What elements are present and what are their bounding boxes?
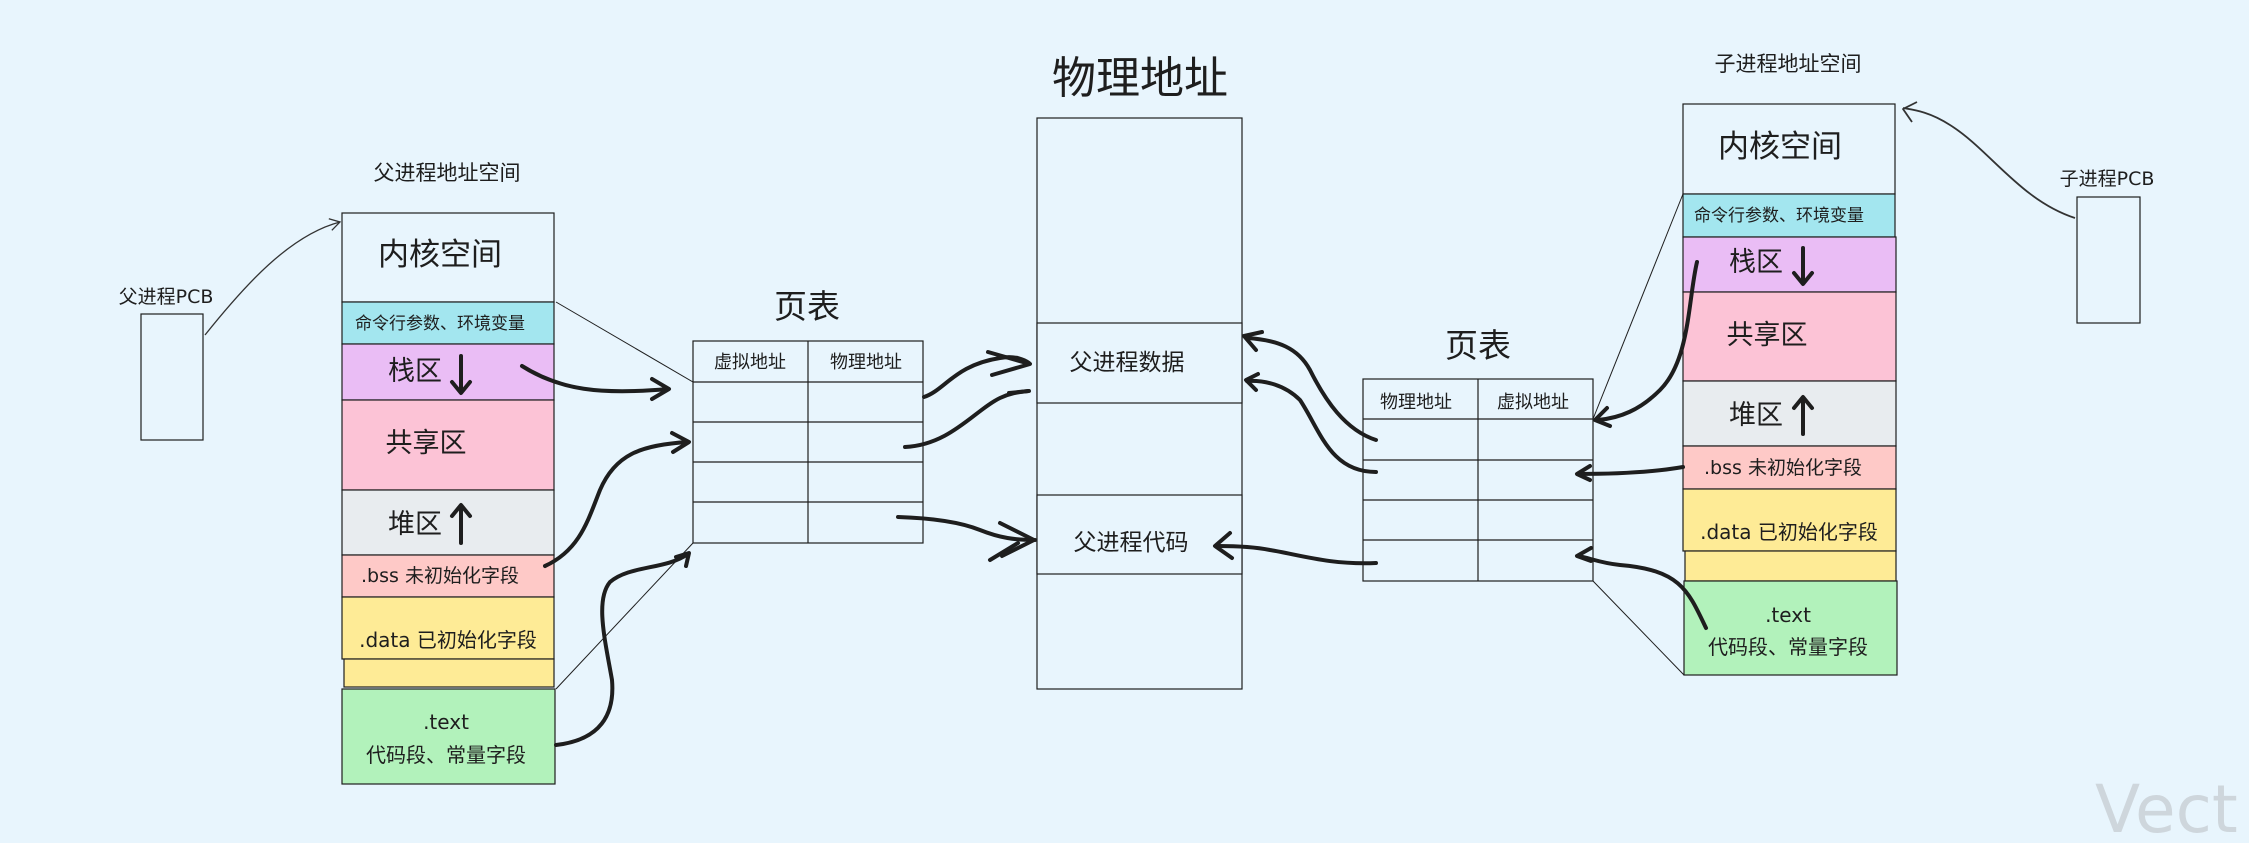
child-kernel-label: 内核空间 xyxy=(1718,129,1842,165)
child-pcb-label: 子进程PCB xyxy=(2060,168,2155,190)
left-page-table: 页表 虚拟地址 物理地址 xyxy=(692,287,924,544)
child-heap-label: 堆区 xyxy=(1729,400,1783,431)
arrow-rpt-to-phys-data-1 xyxy=(1245,336,1378,442)
parent-text-label-1: .text xyxy=(423,710,469,734)
child-data-inner-box xyxy=(1684,550,1897,582)
child-heap-segment xyxy=(1682,380,1897,447)
watermark: Vect xyxy=(2095,771,2238,843)
arrow-rpt-to-phys-code xyxy=(1216,544,1378,566)
arrow-stack-to-page-table xyxy=(520,364,670,394)
right-page-table-col-virtual: 虚拟地址 xyxy=(1497,392,1569,413)
arrow-text-to-page-table xyxy=(554,552,690,747)
arrow-child-stack-to-rpt xyxy=(1596,260,1699,422)
child-stack-down-arrow-icon xyxy=(1792,246,1814,286)
parent-stack-segment xyxy=(341,343,555,401)
right-page-table: 页表 物理地址 虚拟地址 xyxy=(1362,326,1594,582)
right-page-table-col-physical: 物理地址 xyxy=(1380,392,1452,413)
physical-code-block xyxy=(1036,494,1243,575)
arrow-rpt-to-phys-data-2 xyxy=(1245,378,1378,474)
child-pcb-arrowhead xyxy=(1902,101,1918,123)
parent-pcb: 父进程PCB xyxy=(119,286,214,441)
child-kernel-segment xyxy=(1682,103,1896,195)
left-page-table-title: 页表 xyxy=(774,287,840,326)
heap-up-arrow-icon xyxy=(450,503,472,545)
child-args-label: 命令行参数、环境变量 xyxy=(1694,206,1864,226)
child-pcb-pointer-arrow xyxy=(1902,107,2076,219)
arrow-pt-to-phys-code xyxy=(896,515,1037,542)
parent-bss-segment xyxy=(341,554,555,598)
child-text-segment xyxy=(1683,580,1898,676)
stack-down-arrow-icon xyxy=(450,354,472,395)
parent-args-segment xyxy=(341,301,555,345)
parent-shared-segment xyxy=(341,399,555,491)
child-stack-label: 栈区 xyxy=(1729,247,1783,278)
physical-data-label: 父进程数据 xyxy=(1070,350,1185,376)
physical-data-block xyxy=(1036,322,1243,404)
child-data-label: .data 已初始化字段 xyxy=(1700,520,1878,544)
child-pcb: 子进程PCB xyxy=(2060,168,2155,324)
child-bss-label: .bss 未初始化字段 xyxy=(1704,457,1862,479)
parent-stack-label: 栈区 xyxy=(388,356,442,387)
child-stack-segment xyxy=(1682,236,1897,293)
arrow-pt-to-phys-data-1 xyxy=(922,355,1031,399)
child-text-label-1: .text xyxy=(1765,603,1811,627)
parent-text-label-2: 代码段、常量字段 xyxy=(366,743,526,767)
physical-code-label: 父进程代码 xyxy=(1074,530,1189,556)
parent-pcb-box xyxy=(140,313,204,441)
connector-lines xyxy=(555,193,1685,690)
child-shared-segment xyxy=(1682,291,1897,382)
parent-shared-label: 共享区 xyxy=(386,428,467,459)
parent-pcb-label: 父进程PCB xyxy=(119,286,214,308)
child-text-label-2: 代码段、常量字段 xyxy=(1708,635,1868,659)
parent-data-segment xyxy=(341,596,555,660)
parent-kernel-segment xyxy=(341,212,555,303)
child-address-space: 子进程地址空间 内核空间 命令行参数、环境变量 栈区 共享区 堆区 .bss 未… xyxy=(1682,52,1898,676)
child-data-segment xyxy=(1682,488,1897,552)
child-space-title: 子进程地址空间 xyxy=(1715,52,1862,76)
parent-data-inner-box xyxy=(343,658,555,688)
parent-kernel-label: 内核空间 xyxy=(378,237,502,273)
arrow-child-bss-to-rpt xyxy=(1576,465,1685,476)
parent-address-space: 父进程地址空间 内核空间 命令行参数、环境变量 栈区 共享区 堆区 .bss 未… xyxy=(341,161,556,785)
left-page-table-col-virtual: 虚拟地址 xyxy=(714,352,786,373)
parent-data-label: .data 已初始化字段 xyxy=(359,628,537,652)
arrow-bss-to-page-table xyxy=(543,440,690,568)
parent-pcb-pointer-arrow xyxy=(204,218,342,336)
parent-text-segment xyxy=(341,688,556,785)
right-page-table-title: 页表 xyxy=(1445,326,1511,365)
left-page-table-col-physical: 物理地址 xyxy=(830,352,902,373)
child-bss-segment xyxy=(1682,445,1897,490)
child-heap-up-arrow-icon xyxy=(1792,395,1814,436)
parent-args-label: 命令行参数、环境变量 xyxy=(355,314,525,334)
physical-memory: 物理地址 父进程数据 父进程代码 xyxy=(1036,53,1243,690)
child-shared-label: 共享区 xyxy=(1727,320,1808,351)
child-args-segment xyxy=(1682,193,1896,238)
parent-bss-label: .bss 未初始化字段 xyxy=(361,565,519,587)
child-pcb-box xyxy=(2076,196,2141,324)
mapping-arrows xyxy=(520,260,1708,747)
parent-space-title: 父进程地址空间 xyxy=(374,161,521,185)
physical-memory-title: 物理地址 xyxy=(1052,53,1228,104)
parent-heap-segment xyxy=(341,489,555,556)
parent-heap-label: 堆区 xyxy=(388,509,442,540)
